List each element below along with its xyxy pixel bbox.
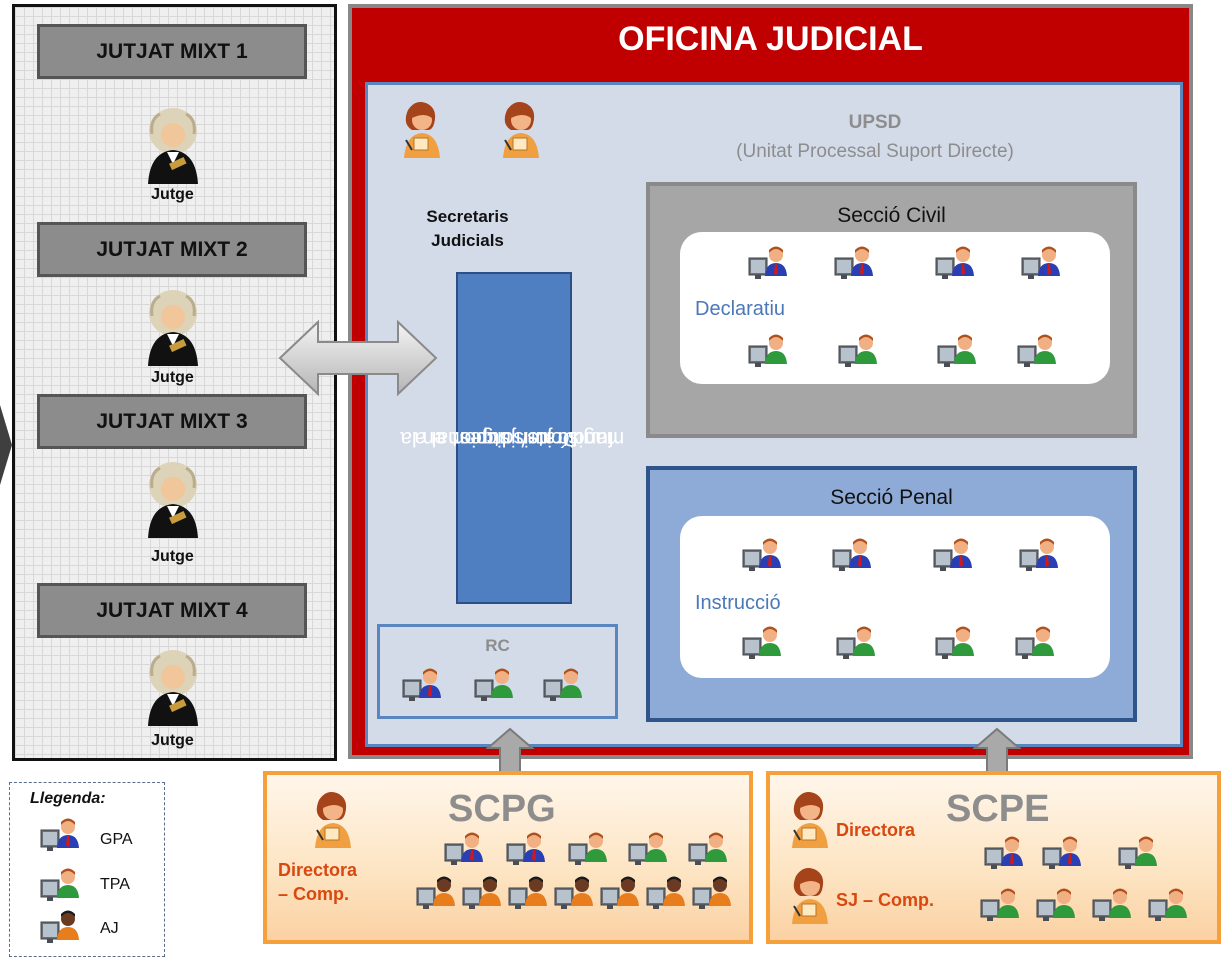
secretary-icon <box>314 791 352 849</box>
legend-label-tpa: TPA <box>100 876 130 893</box>
gpa-worker-icon <box>444 832 486 868</box>
judge-icon <box>146 288 200 368</box>
scpg-role: Directora – Comp. <box>278 858 357 906</box>
secretaris-line-1: Secretaris <box>426 207 509 226</box>
scpe-title: SCPE <box>946 788 1050 830</box>
tpa-worker-icon <box>40 868 82 904</box>
scpg-title: SCPG <box>448 788 556 830</box>
aj-worker-icon <box>462 876 502 910</box>
aj-worker-icon <box>508 876 548 910</box>
tpa-worker-icon <box>1015 626 1057 662</box>
judge-label-1: Jutge <box>151 186 194 203</box>
tpa-worker-icon <box>1036 888 1078 924</box>
gpa-worker-icon <box>984 836 1026 872</box>
gpa-worker-icon <box>742 538 784 574</box>
rc-label: RC <box>485 636 510 655</box>
scpg-role-line-2: – Comp. <box>278 884 350 904</box>
gpa-worker-icon <box>933 538 975 574</box>
tpa-worker-icon <box>543 668 585 704</box>
aj-worker-icon <box>416 876 456 910</box>
legend-box <box>9 782 165 957</box>
legend-label-gpa: GPA <box>100 831 133 848</box>
tpa-worker-icon <box>688 832 730 868</box>
office-title: OFICINA JUDICIAL <box>618 20 923 58</box>
scpe-role-directora: Directora <box>836 820 916 840</box>
tpa-worker-icon <box>1017 334 1059 370</box>
tpa-worker-icon <box>836 626 878 662</box>
support-box <box>456 272 572 604</box>
gpa-worker-icon <box>1042 836 1084 872</box>
legend-title: Llegenda: <box>30 790 106 807</box>
judge-label-3: Jutge <box>151 548 194 565</box>
support-text: Donen suport en la funció jurisdiccional… <box>400 272 624 604</box>
secretary-icon <box>791 867 829 925</box>
gpa-worker-icon <box>935 246 977 282</box>
tpa-worker-icon <box>980 888 1022 924</box>
judge-icon <box>146 460 200 540</box>
secretaris-label: Secretaris Judicials <box>390 205 545 253</box>
aj-worker-icon <box>646 876 686 910</box>
tpa-worker-icon <box>568 832 610 868</box>
gpa-worker-icon <box>832 538 874 574</box>
court-title-3: JUTJAT MIXT 3 <box>37 394 307 449</box>
gpa-worker-icon <box>40 818 82 854</box>
judge-icon <box>146 648 200 728</box>
court-title-2: JUTJAT MIXT 2 <box>37 222 307 277</box>
judge-icon <box>146 106 200 186</box>
aj-worker-icon <box>554 876 594 910</box>
penal-section-title: Secció Penal <box>830 486 953 509</box>
tpa-worker-icon <box>838 334 880 370</box>
tpa-worker-icon <box>935 626 977 662</box>
gpa-worker-icon <box>402 668 444 704</box>
court-title-1: JUTJAT MIXT 1 <box>37 24 307 79</box>
judge-label-4: Jutge <box>151 732 194 749</box>
tpa-worker-icon <box>742 626 784 662</box>
tpa-worker-icon <box>1148 888 1190 924</box>
secretary-icon <box>403 101 441 159</box>
aj-worker-icon <box>600 876 640 910</box>
gpa-worker-icon <box>506 832 548 868</box>
scpe-role-sj: SJ – Comp. <box>836 890 935 910</box>
tpa-worker-icon <box>1118 836 1160 872</box>
civil-section-title: Secció Civil <box>837 204 946 227</box>
secretary-icon <box>502 101 540 159</box>
scpg-role-line-1: Directora <box>278 860 358 880</box>
tpa-worker-icon <box>628 832 670 868</box>
court-title-4: JUTJAT MIXT 4 <box>37 583 307 638</box>
judge-label-2: Jutge <box>151 369 194 386</box>
penal-subsection-label: Instrucció <box>695 592 781 614</box>
legend-label-aj: AJ <box>100 920 119 937</box>
double-arrow-icon <box>278 319 438 397</box>
aj-worker-icon <box>40 910 80 944</box>
tpa-worker-icon <box>748 334 790 370</box>
aj-worker-icon <box>692 876 732 910</box>
gpa-worker-icon <box>834 246 876 282</box>
tpa-worker-icon <box>1092 888 1134 924</box>
civil-subsection-label: Declaratiu <box>695 298 786 320</box>
upsd-title: UPSD <box>848 112 902 133</box>
gpa-worker-icon <box>748 246 790 282</box>
left-chevron-arrow <box>0 405 12 485</box>
tpa-worker-icon <box>937 334 979 370</box>
gpa-worker-icon <box>1019 538 1061 574</box>
gpa-worker-icon <box>1021 246 1063 282</box>
secretary-icon <box>791 791 829 849</box>
upsd-subtitle: (Unitat Processal Suport Directe) <box>736 141 1014 162</box>
tpa-worker-icon <box>474 668 516 704</box>
secretaris-line-2: Judicials <box>431 231 504 250</box>
